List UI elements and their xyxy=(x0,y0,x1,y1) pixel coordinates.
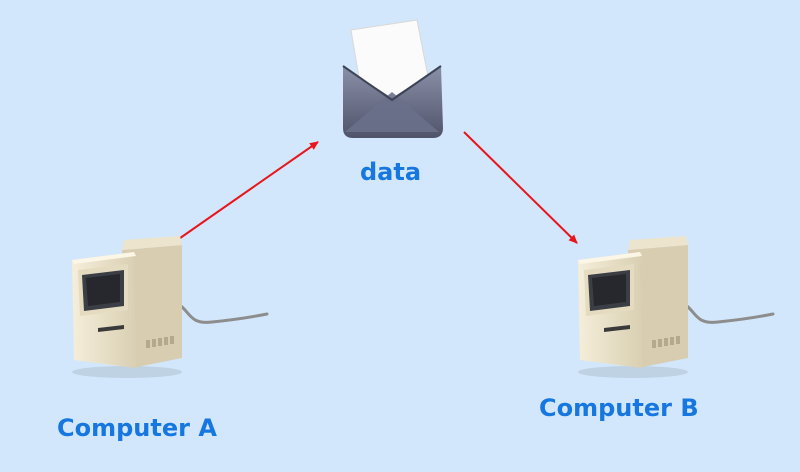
computer-a-icon xyxy=(70,234,269,380)
data-label: data xyxy=(360,158,422,186)
computer-b-label: Computer B xyxy=(539,394,699,422)
envelope-icon xyxy=(342,19,443,138)
arrow-data-to-computer-b xyxy=(463,131,578,244)
computer-b-icon xyxy=(576,234,775,380)
arrow-computer-a-to-data xyxy=(172,141,319,244)
computer-a-label: Computer A xyxy=(57,414,217,442)
